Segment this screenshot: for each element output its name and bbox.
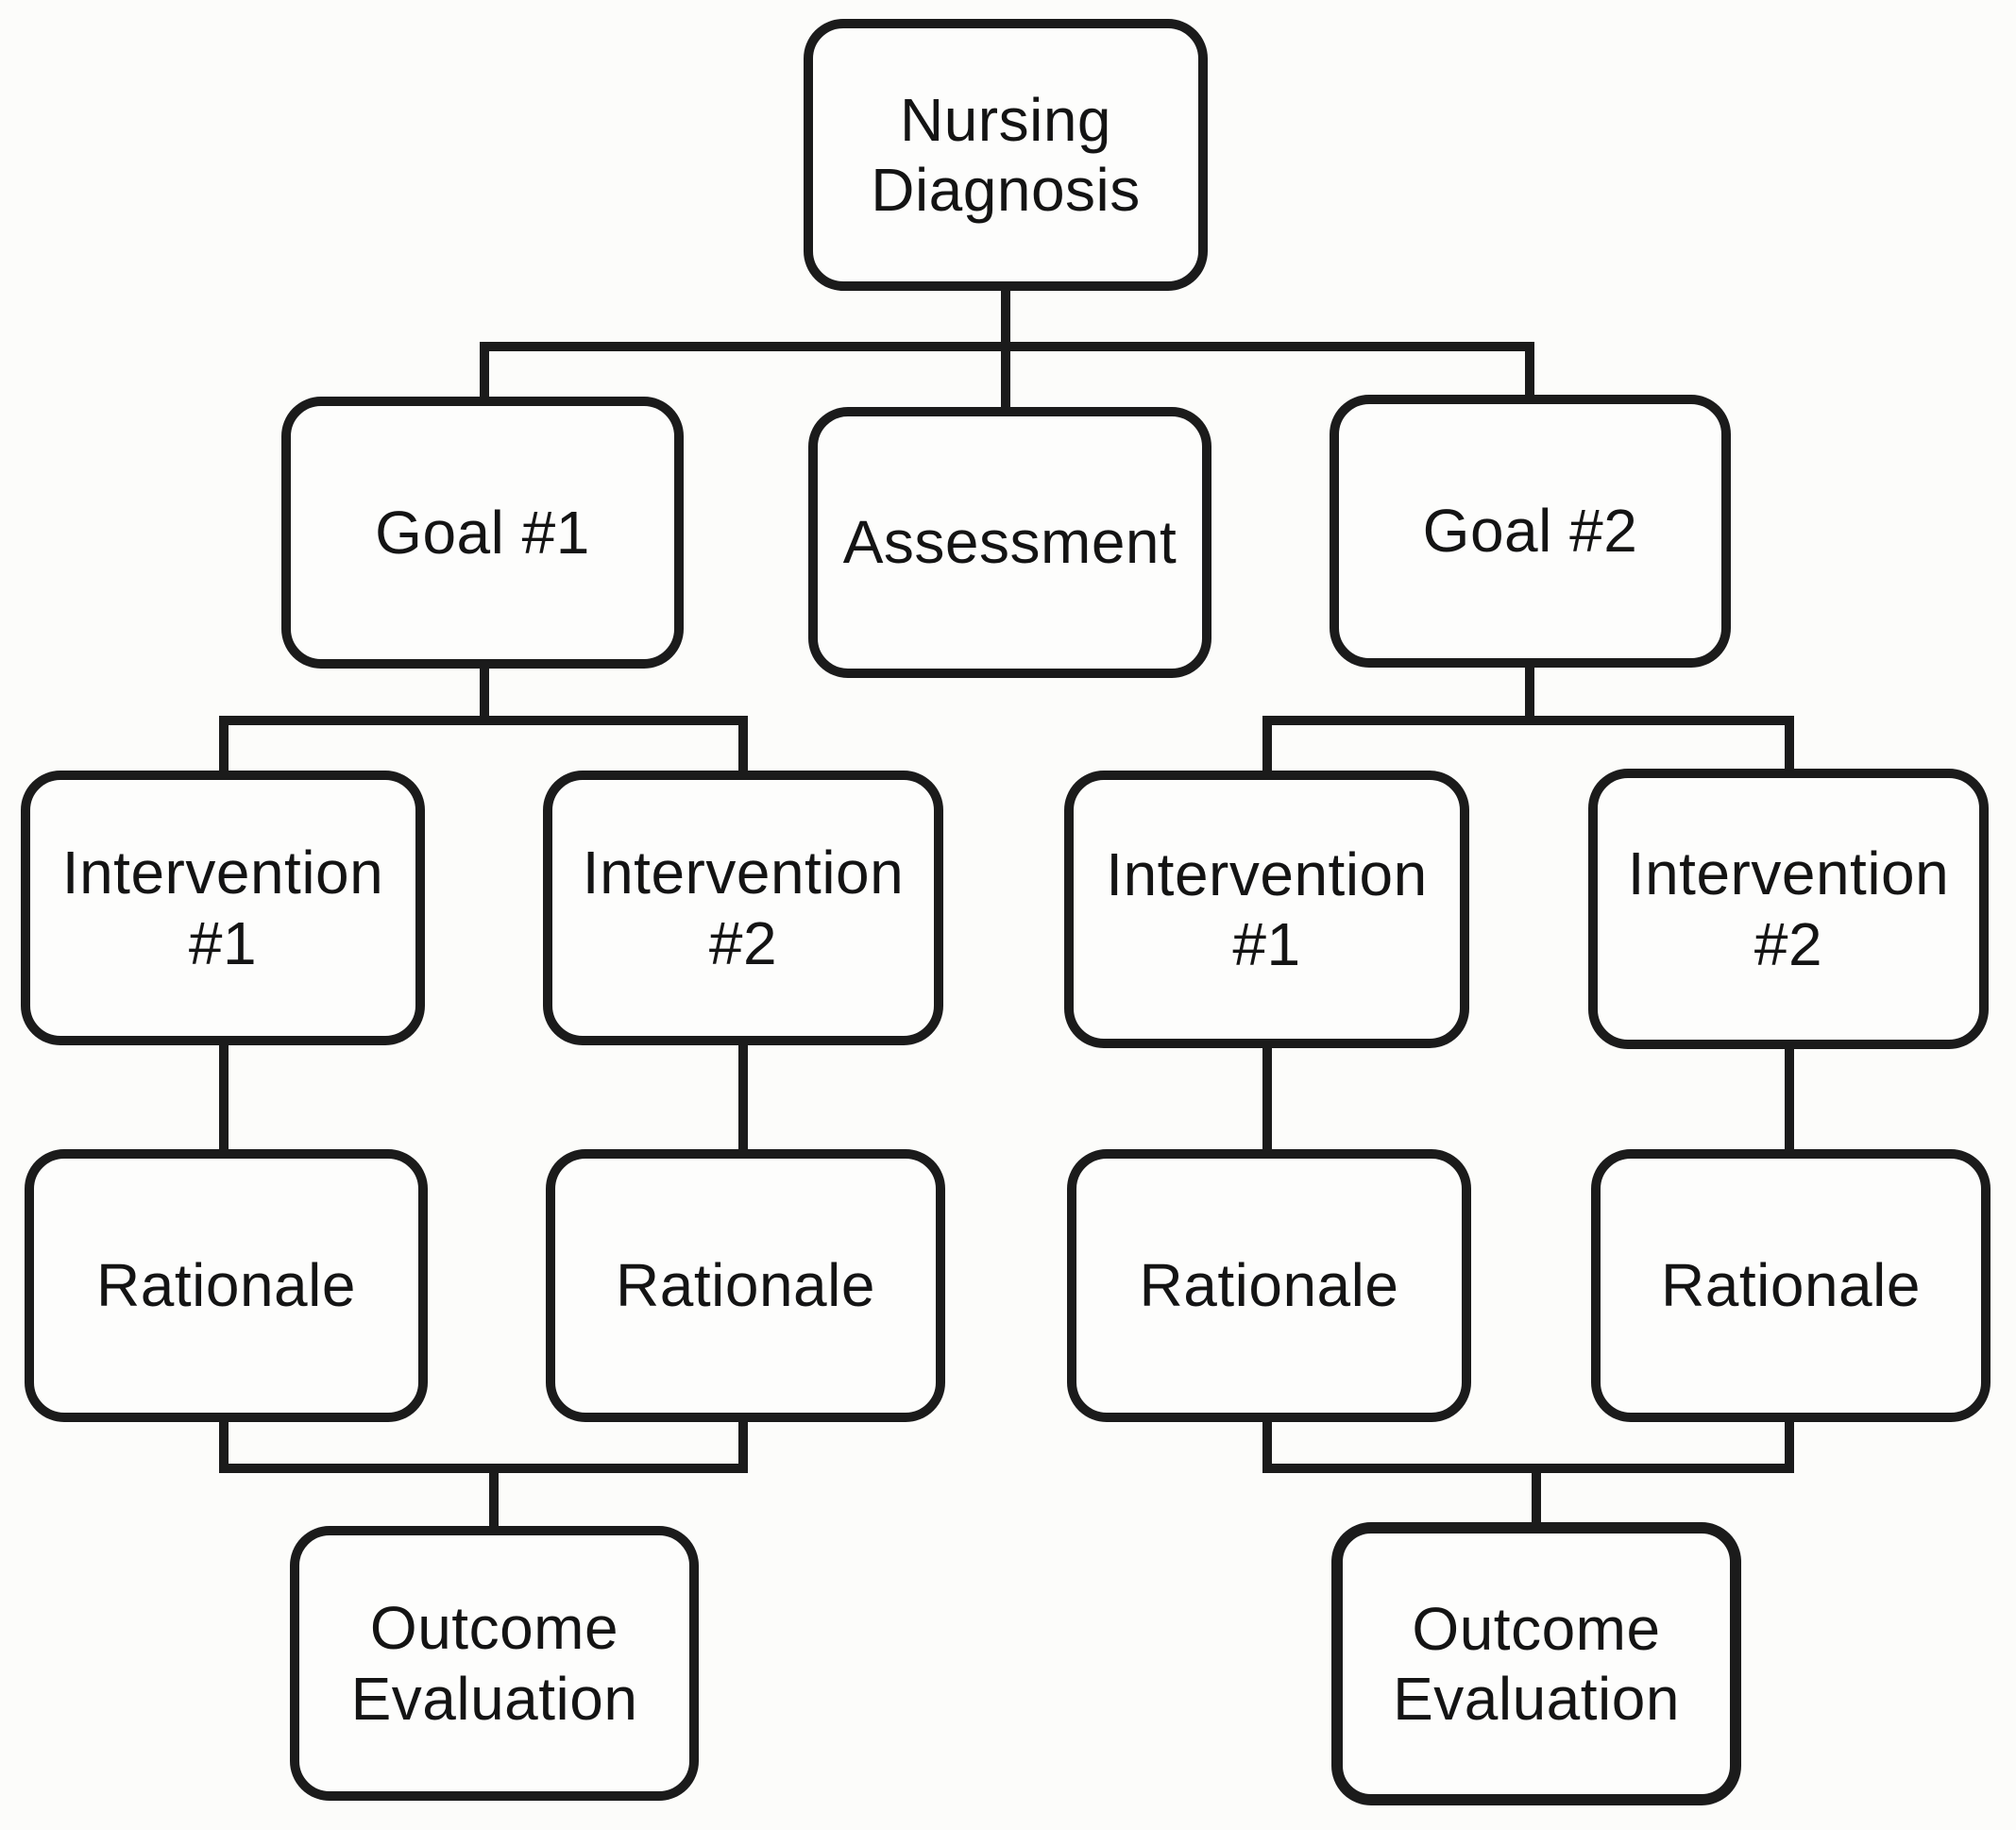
connector-g1-rat1-stem: [219, 1416, 229, 1469]
node-goal-2: Goal #2: [1330, 395, 1731, 668]
node-goal1-intervention-2-label: Intervention #2: [582, 839, 905, 977]
connector-assessment-drop: [1001, 347, 1010, 412]
node-nursing-diagnosis: Nursing Diagnosis: [804, 19, 1208, 291]
connector-goal2-stem: [1525, 662, 1534, 720]
connector-bus-goal1-interventions: [219, 716, 748, 725]
node-nursing-diagnosis-label: Nursing Diagnosis: [871, 85, 1141, 224]
connector-bus-goal2-outcome: [1262, 1464, 1794, 1473]
node-goal1-rationale-1-label: Rationale: [96, 1251, 356, 1320]
node-goal2-outcome-evaluation: Outcome Evaluation: [1331, 1522, 1741, 1805]
node-goal1-outcome-evaluation-label: Outcome Evaluation: [350, 1594, 638, 1733]
connector-g1-int2-drop: [738, 720, 748, 774]
node-goal2-intervention-2-label: Intervention #2: [1627, 839, 1950, 978]
connector-g2-int1-rationale: [1262, 1042, 1272, 1153]
node-goal2-outcome-evaluation-label: Outcome Evaluation: [1393, 1594, 1680, 1733]
connector-root-stem: [1001, 288, 1010, 349]
connector-g2-int1-drop: [1262, 720, 1272, 774]
node-goal2-intervention-1: Intervention #1: [1064, 771, 1469, 1048]
connector-goal1-stem: [480, 663, 489, 721]
connector-goal1-drop: [480, 342, 489, 400]
node-goal-2-label: Goal #2: [1422, 497, 1638, 566]
connector-g1-int1-drop: [219, 720, 229, 774]
node-goal2-rationale-1: Rationale: [1067, 1149, 1471, 1422]
connector-bus-level2: [480, 342, 1534, 351]
connector-g2-rat1-stem: [1262, 1416, 1272, 1469]
node-goal1-intervention-1: Intervention #1: [21, 771, 425, 1045]
node-goal2-rationale-2: Rationale: [1591, 1149, 1991, 1422]
connector-bus-goal1-outcome: [219, 1464, 748, 1473]
node-goal2-intervention-2: Intervention #2: [1588, 769, 1989, 1049]
node-goal2-rationale-2-label: Rationale: [1661, 1251, 1921, 1320]
connector-g2-rat2-stem: [1785, 1416, 1794, 1469]
connector-bus-goal2-interventions: [1262, 716, 1794, 725]
node-goal1-intervention-2: Intervention #2: [543, 771, 943, 1045]
node-goal2-intervention-1-label: Intervention #1: [1106, 839, 1428, 978]
node-goal2-rationale-1-label: Rationale: [1139, 1251, 1399, 1320]
node-goal1-outcome-evaluation: Outcome Evaluation: [290, 1526, 699, 1801]
connector-g2-int2-drop: [1785, 720, 1794, 774]
connector-g2-int2-rationale: [1785, 1042, 1794, 1153]
connector-g1-int1-rationale: [219, 1039, 229, 1153]
node-goal1-rationale-2: Rationale: [546, 1149, 945, 1422]
node-goal1-intervention-1-label: Intervention #1: [61, 839, 384, 977]
node-goal-1-label: Goal #1: [375, 498, 590, 567]
connector-g1-int2-rationale: [738, 1039, 748, 1153]
connector-g1-rat2-stem: [738, 1416, 748, 1469]
connector-g1-outcome-drop: [489, 1467, 499, 1530]
node-goal-1: Goal #1: [281, 397, 684, 669]
node-assessment-label: Assessment: [842, 508, 1177, 577]
node-assessment: Assessment: [808, 407, 1211, 678]
connector-goal2-drop: [1525, 342, 1534, 398]
node-goal1-rationale-2-label: Rationale: [616, 1251, 875, 1320]
node-goal1-rationale-1: Rationale: [25, 1149, 428, 1422]
connector-g2-outcome-drop: [1532, 1467, 1541, 1526]
